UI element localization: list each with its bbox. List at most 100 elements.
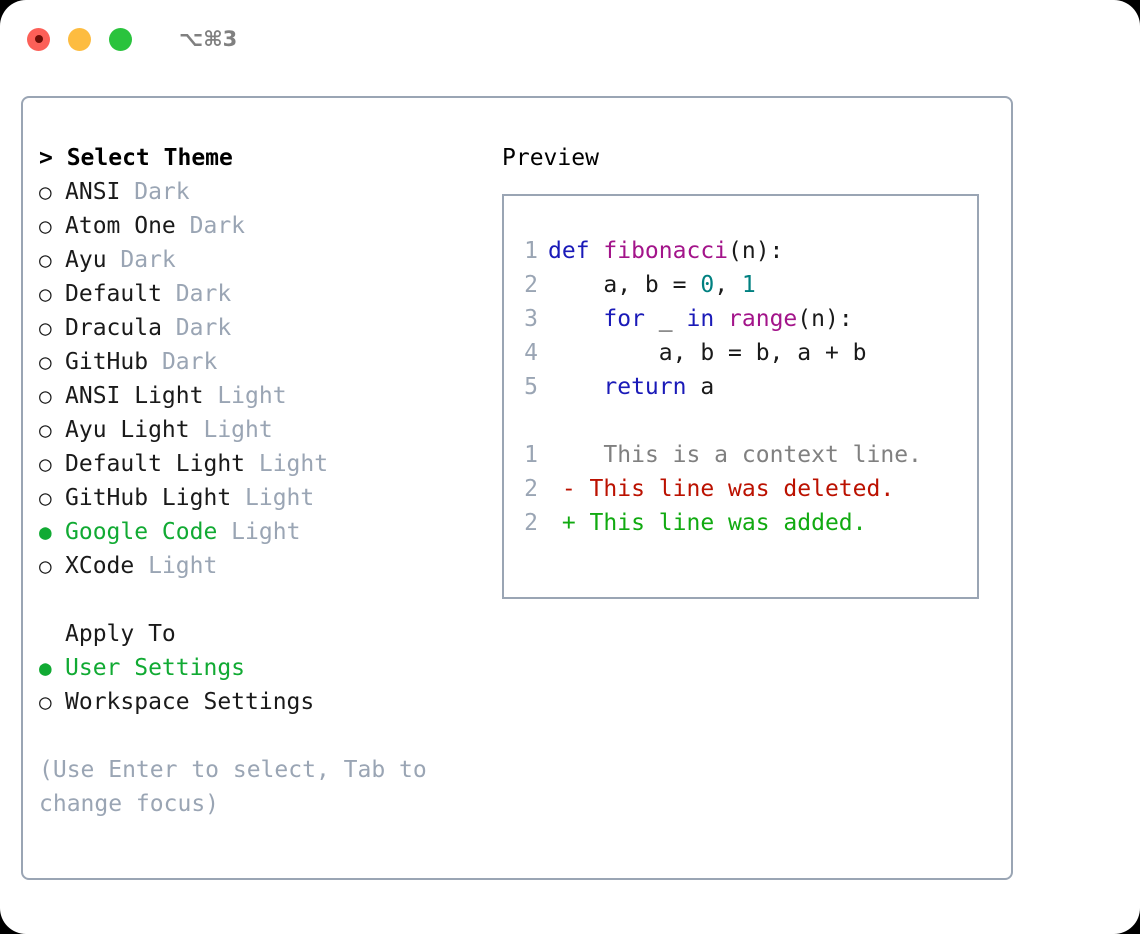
code-token-kw: return xyxy=(603,374,687,400)
option-variant-badge: Light xyxy=(217,519,301,545)
theme-option-google-code[interactable]: ●Google Code Light xyxy=(39,515,499,549)
select-theme-heading: > Select Theme xyxy=(39,145,233,171)
apply-option-workspace-settings[interactable]: ○ Workspace Settings xyxy=(39,685,499,719)
radio-filled-icon: ● xyxy=(39,520,52,544)
code-token-txt: , xyxy=(714,272,742,298)
title-bar: ⌥⌘3 xyxy=(0,0,1140,78)
option-label: GitHub Light xyxy=(65,485,232,511)
code-token-fn: range xyxy=(728,306,798,332)
option-label: Workspace Settings xyxy=(65,689,315,715)
close-button-icon[interactable] xyxy=(27,27,50,51)
option-label: Default Light xyxy=(65,451,246,477)
code-line-number: 5 xyxy=(524,374,538,400)
code-line-number: 1 xyxy=(524,238,538,264)
option-label: Dracula xyxy=(65,315,162,341)
diff-sign: - xyxy=(548,476,576,502)
radio-empty-icon: ○ xyxy=(39,214,52,238)
option-label: User Settings xyxy=(65,655,246,681)
option-label: Ayu xyxy=(65,247,107,273)
option-label: Atom One xyxy=(65,213,176,239)
radio-empty-icon: ○ xyxy=(39,554,52,578)
radio-empty-icon: ○ xyxy=(39,486,52,510)
diff-text: This line was deleted. xyxy=(575,476,895,502)
code-line-number: 4 xyxy=(524,340,538,366)
theme-option-ansi[interactable]: ○ ANSI Dark xyxy=(39,175,499,209)
option-variant-badge: Dark xyxy=(161,281,232,307)
theme-option-github-light[interactable]: ○ GitHub Light Light xyxy=(39,481,499,515)
option-variant-badge: Light xyxy=(134,553,218,579)
option-variant-badge: Light xyxy=(189,417,273,443)
theme-option-ansi-light[interactable]: ○ANSI Light Light xyxy=(39,379,499,413)
code-token-txt: a xyxy=(686,374,715,400)
code-token-num: 0 xyxy=(700,272,715,298)
theme-option-dracula[interactable]: ○ Dracula Dark xyxy=(39,311,499,345)
option-label: Ayu Light xyxy=(65,417,190,443)
code-token-txt: a, b = b, a + b xyxy=(548,340,867,366)
code-token-txt xyxy=(548,306,603,332)
apply-to-option-list[interactable]: ●User Settings ○ Workspace Settings xyxy=(39,651,499,719)
diff-line-context: 1 This is a context line. xyxy=(504,438,977,472)
preview-heading: Preview xyxy=(502,145,599,171)
diff-sign: + xyxy=(548,510,576,536)
theme-option-default-light[interactable]: ○ Default Light Light xyxy=(39,447,499,481)
traffic-light-group xyxy=(27,27,132,51)
option-variant-badge: Dark xyxy=(175,213,246,239)
minimize-button-icon[interactable] xyxy=(68,27,91,51)
option-label: ANSI xyxy=(65,179,121,205)
theme-option-list[interactable]: ○ANSI Dark○Atom One Dark○Ayu Dark○Defaul… xyxy=(39,175,499,583)
keyboard-hint-text: (Use Enter to select, Tab to change focu… xyxy=(39,757,427,817)
code-token-txt: (n): xyxy=(797,306,853,332)
code-token-kw: def xyxy=(548,238,604,264)
option-variant-badge: Dark xyxy=(120,179,190,205)
option-label: GitHub xyxy=(65,349,149,375)
code-token-txt: _ xyxy=(644,306,687,332)
keyboard-shortcut-label: ⌥⌘3 xyxy=(179,27,238,51)
code-token-num: 1 xyxy=(741,272,756,298)
maximize-button-icon[interactable] xyxy=(109,27,132,51)
radio-empty-icon: ○ xyxy=(39,350,52,374)
code-line-number: 2 xyxy=(524,272,538,298)
code-line: 3 for _ in range(n): xyxy=(504,302,977,336)
option-variant-badge: Light xyxy=(231,485,315,511)
diff-text: This line was added. xyxy=(575,510,867,536)
apply-option-user-settings[interactable]: ●User Settings xyxy=(39,651,499,685)
theme-option-atom-one[interactable]: ○ Atom One Dark xyxy=(39,209,499,243)
radio-empty-icon: ○ xyxy=(39,316,52,340)
radio-empty-icon: ○ xyxy=(39,452,52,476)
theme-picker-column: > Select Theme ○ANSI Dark○Atom One Dark○… xyxy=(39,141,499,821)
option-variant-badge: Light xyxy=(245,451,329,477)
diff-sample: 1 This is a context line. 2 - This line w… xyxy=(504,438,977,540)
code-token-fn: fibonacci xyxy=(603,238,729,264)
option-label: Default xyxy=(65,281,162,307)
theme-option-github[interactable]: ○ GitHub Dark xyxy=(39,345,499,379)
code-line: 5 return a xyxy=(504,370,977,404)
option-variant-badge: Light xyxy=(203,383,287,409)
radio-empty-icon: ○ xyxy=(39,180,52,204)
code-token-txt xyxy=(714,306,728,332)
theme-option-default[interactable]: ○Default Dark xyxy=(39,277,499,311)
code-token-kw: for xyxy=(603,306,645,332)
radio-empty-icon: ○ xyxy=(39,418,52,442)
code-token-txt: (n): xyxy=(728,238,784,264)
theme-option-ayu[interactable]: ○Ayu Dark xyxy=(39,243,499,277)
diff-line-number: 1 xyxy=(524,442,538,468)
code-token-txt xyxy=(548,374,603,400)
option-variant-badge: Dark xyxy=(161,315,232,341)
theme-option-xcode[interactable]: ○ XCode Light xyxy=(39,549,499,583)
list-spacer xyxy=(39,583,499,617)
option-variant-badge: Dark xyxy=(106,247,176,273)
code-token-txt: a, b = xyxy=(548,272,701,298)
option-label: ANSI Light xyxy=(65,383,204,409)
code-line: 4 a, b = b, a + b xyxy=(504,336,977,370)
option-variant-badge: Dark xyxy=(148,349,218,375)
theme-option-ayu-light[interactable]: ○ Ayu Light Light xyxy=(39,413,499,447)
diff-line-number: 2 xyxy=(524,510,538,536)
radio-empty-icon: ○ xyxy=(39,690,52,714)
option-label: XCode xyxy=(65,553,135,579)
main-panel: > Select Theme ○ANSI Dark○Atom One Dark○… xyxy=(21,96,1013,880)
diff-sign xyxy=(548,442,576,468)
diff-text: This is a context line. xyxy=(575,442,922,468)
